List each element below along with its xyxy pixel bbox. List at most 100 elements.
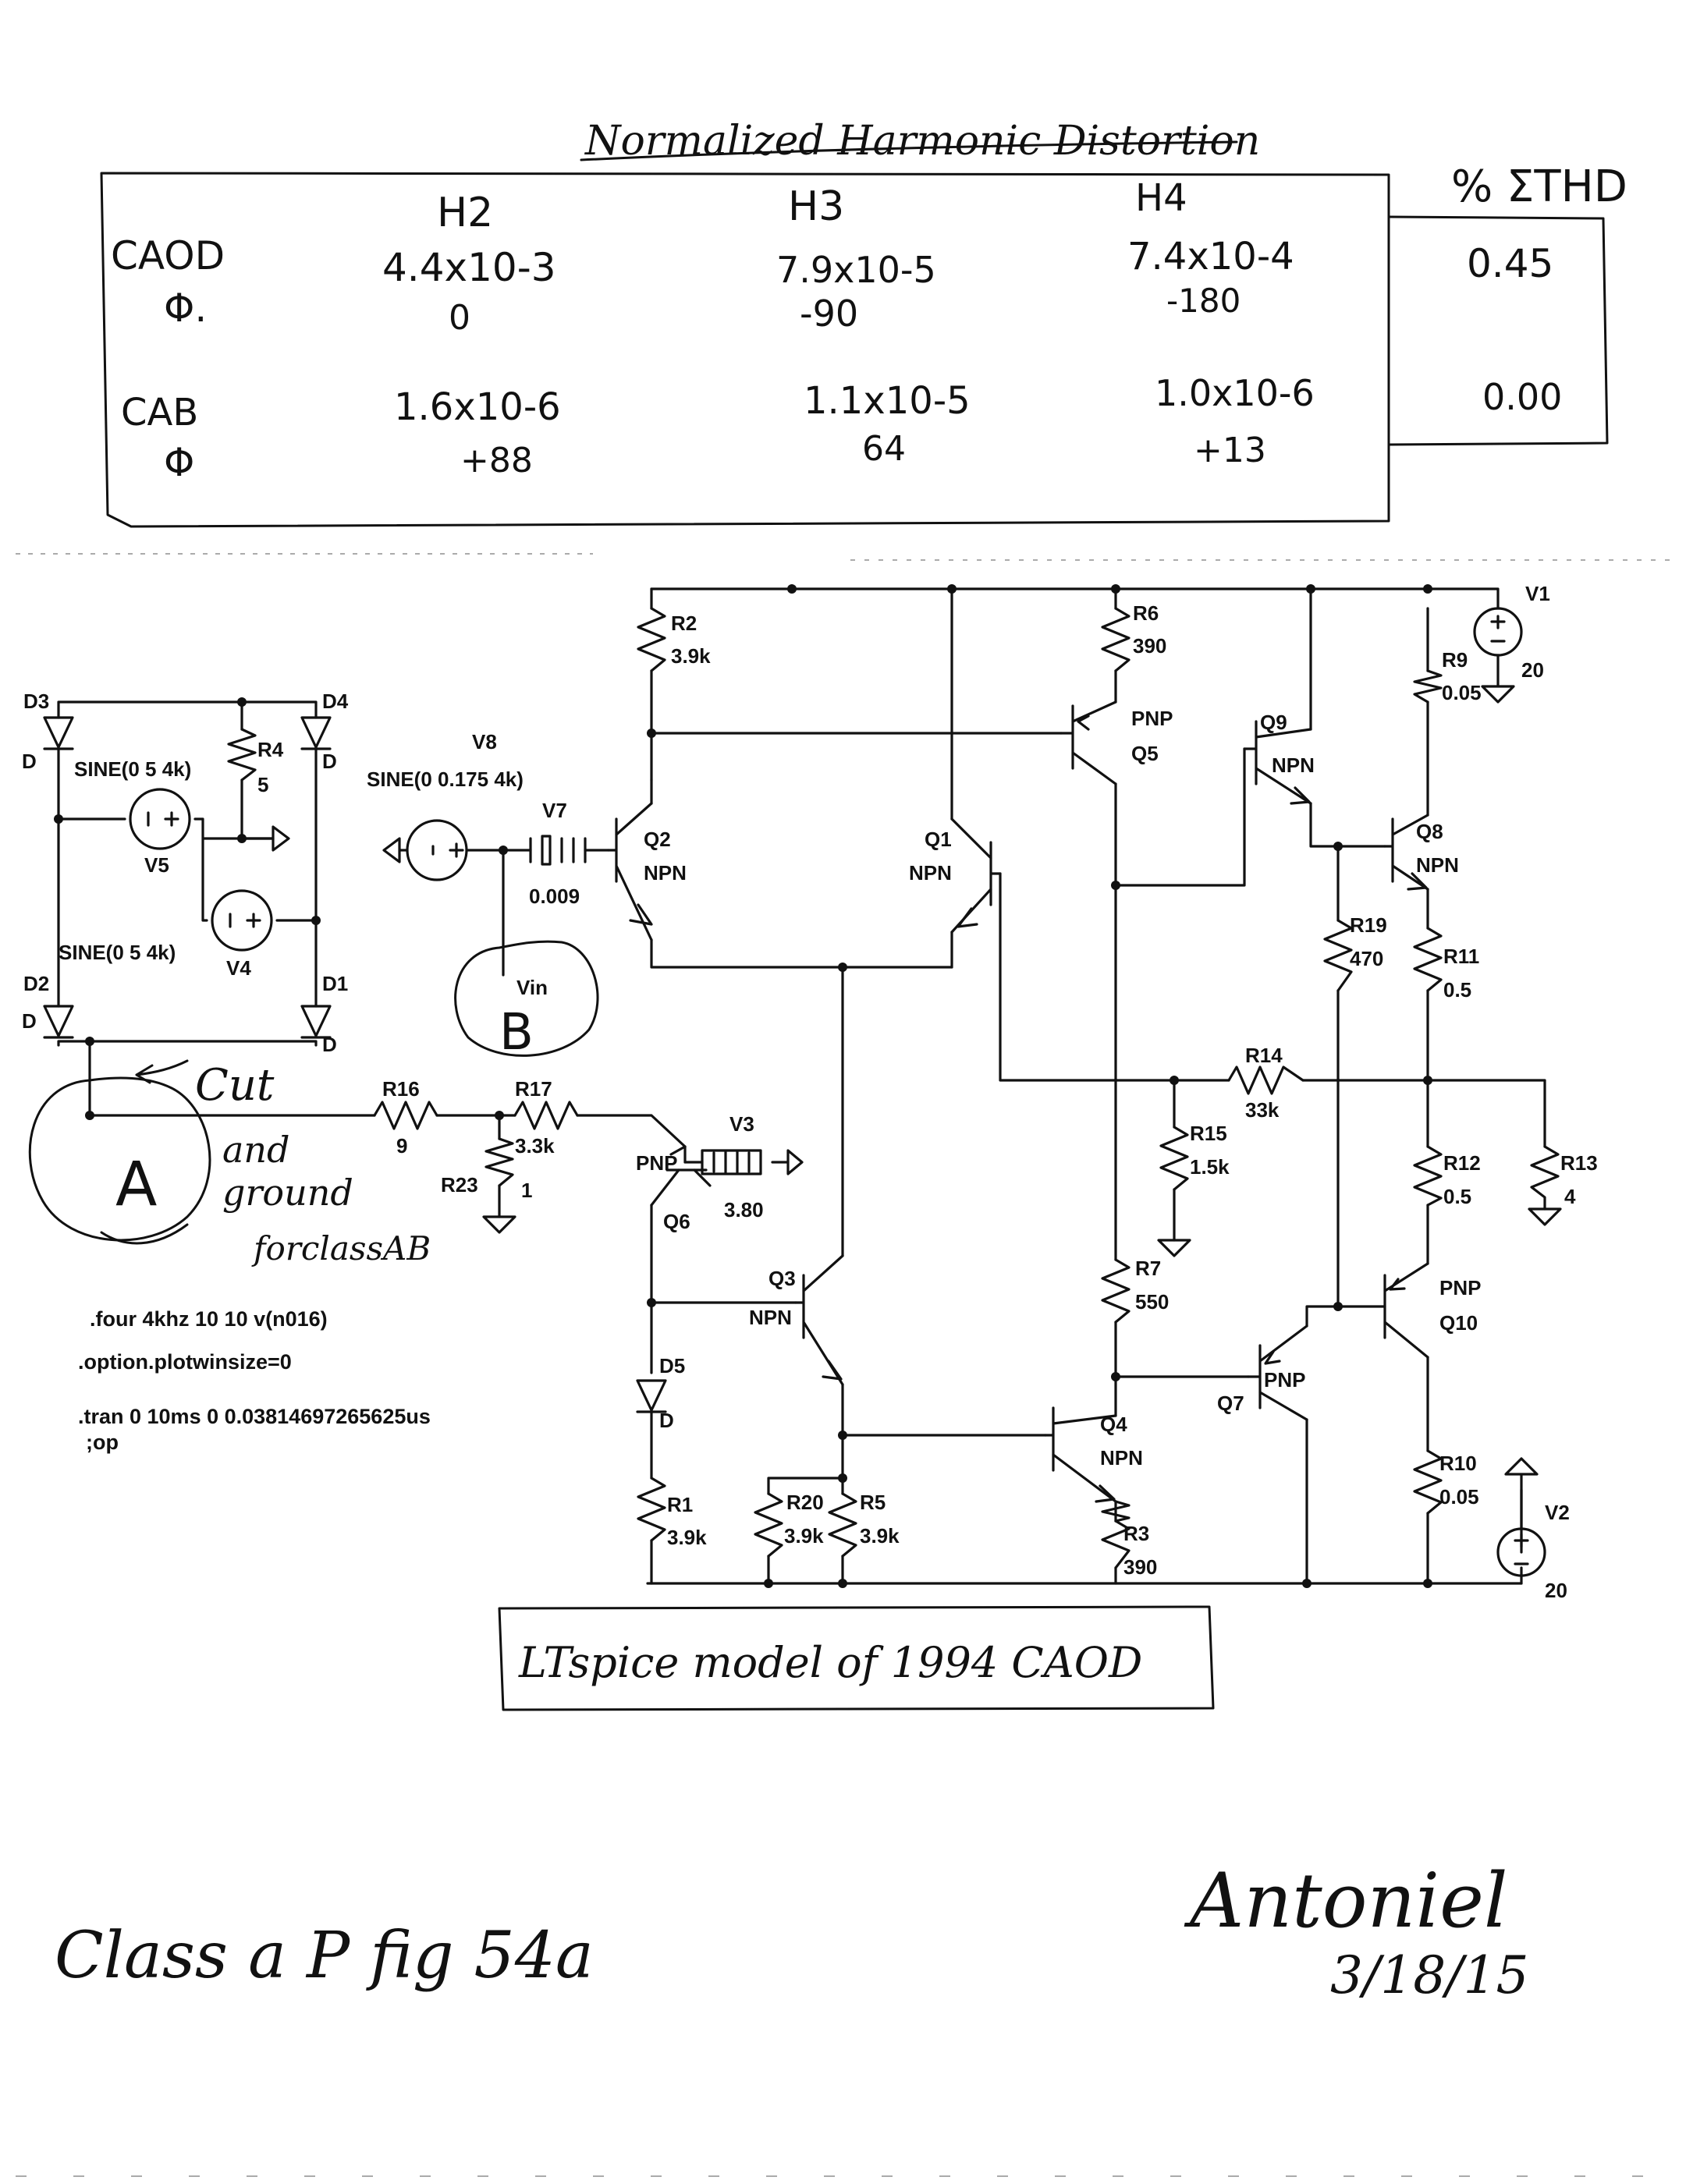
q2-arrow <box>629 903 653 926</box>
cell-cab-h2: 1.6x10-6 <box>394 385 561 429</box>
q5-arrow <box>1077 714 1090 731</box>
r6-body <box>1101 607 1131 672</box>
r9-label: R9 <box>1442 648 1468 672</box>
r19-body <box>1323 919 1353 992</box>
figure-note: Class a P fig 54a <box>55 1919 594 1993</box>
v5-value: SINE(0 5 4k) <box>74 757 191 781</box>
caption-box <box>498 1605 1215 1711</box>
bubble-a-outline <box>28 1076 211 1242</box>
q4-type: NPN <box>1100 1446 1143 1470</box>
r23-ground <box>482 1215 516 1234</box>
cell-cab-h4: 1.0x10-6 <box>1155 372 1315 414</box>
r1-label: R1 <box>667 1493 693 1516</box>
r6-label: R6 <box>1133 601 1159 625</box>
d1-symbol <box>300 1005 332 1039</box>
q5-type: PNP <box>1131 707 1173 730</box>
r11-value: 0.5 <box>1443 978 1471 1002</box>
q3-label: Q3 <box>768 1267 796 1290</box>
q6-arrow <box>669 1145 687 1156</box>
r14-label: R14 <box>1245 1044 1283 1067</box>
q3-type: NPN <box>749 1306 792 1329</box>
r23-body <box>485 1137 514 1187</box>
row-label-cab: CAB <box>121 391 198 434</box>
q8-arrow <box>1407 872 1428 891</box>
table-border <box>100 172 1390 528</box>
q4-label: Q4 <box>1100 1413 1127 1436</box>
cell-phi1-h2: 0 <box>449 298 470 338</box>
r23-value: 1 <box>521 1179 532 1202</box>
r10-body <box>1413 1449 1443 1515</box>
d4-label: D4 <box>322 690 349 713</box>
v5-label: V5 <box>144 853 169 877</box>
r15-body <box>1159 1126 1189 1191</box>
r7-value: 550 <box>1135 1290 1169 1314</box>
cell-caod-h4: 7.4x10-4 <box>1127 235 1294 278</box>
v7-symbol <box>529 835 587 866</box>
header-h2: H2 <box>437 190 493 236</box>
thd-box <box>1387 215 1609 446</box>
r5-value: 3.9k <box>860 1524 900 1548</box>
row-label-phi-2: Φ <box>164 440 194 485</box>
d5-symbol <box>636 1379 667 1413</box>
directive-four: .four 4khz 10 10 v(n016) <box>90 1307 328 1331</box>
q6-label: Q6 <box>663 1210 690 1233</box>
r1-value: 3.9k <box>667 1526 707 1549</box>
thd-caod: 0.45 <box>1467 241 1553 286</box>
annotation-cut: Cut <box>195 1060 275 1111</box>
caption-text: LTspice model of 1994 CAOD <box>518 1638 1142 1687</box>
d5-label: D5 <box>659 1354 685 1377</box>
q1-label: Q1 <box>925 828 952 851</box>
r4-label: R4 <box>257 738 284 761</box>
r3-body-2 <box>1101 1519 1131 1569</box>
r7-label: R7 <box>1135 1257 1161 1280</box>
r23-label: R23 <box>441 1173 478 1197</box>
bubble-b-outline <box>454 940 599 1057</box>
d3-label: D3 <box>23 690 49 713</box>
r4-value: 5 <box>257 773 268 796</box>
spice-directives: .four 4khz 10 10 v(n016) .option.plotwin… <box>78 1307 431 1454</box>
r16-value: 9 <box>396 1134 407 1158</box>
d1-model: D <box>322 1033 337 1056</box>
resistors <box>227 607 1560 1569</box>
q3-arrow <box>822 1360 843 1381</box>
q2-label: Q2 <box>644 828 671 851</box>
q1-type: NPN <box>909 861 952 885</box>
q1-arrow <box>957 907 978 928</box>
q3-symbol <box>794 1254 844 1386</box>
r2-value: 3.9k <box>671 644 711 668</box>
cell-phi2-h2: +88 <box>460 441 533 480</box>
cell-phi1-h3: -90 <box>800 292 858 335</box>
q7-label: Q7 <box>1217 1392 1244 1415</box>
d3-model: D <box>22 750 37 773</box>
component-labels: R2 3.9k R6 390 R9 0.05 V1 20 PNP Q5 Q9 N… <box>22 582 1598 1602</box>
r20-body <box>754 1492 783 1558</box>
q9-symbol <box>1243 720 1312 805</box>
transistors <box>607 700 1429 1503</box>
row-label-caod: CAOD <box>111 233 225 278</box>
q10-arrow <box>1389 1278 1406 1291</box>
r2-label: R2 <box>671 612 697 635</box>
q6-type: PNP <box>636 1151 677 1175</box>
r7-body <box>1101 1258 1131 1324</box>
q2-symbol <box>607 802 653 941</box>
v1-label: V1 <box>1525 582 1550 605</box>
q5-symbol <box>1060 700 1117 785</box>
v4-value: SINE(0 5 4k) <box>59 941 176 964</box>
r20-value: 3.9k <box>784 1524 824 1548</box>
handwritten-annotations: A Cut and ground forclassAB B LTspice mo… <box>28 940 1528 2005</box>
r1-body <box>637 1477 666 1542</box>
q7-type: PNP <box>1264 1368 1305 1392</box>
q10-symbol <box>1383 1262 1429 1359</box>
signature-date: 3/18/15 <box>1330 1945 1528 2005</box>
r3-value: 390 <box>1123 1555 1157 1579</box>
q8-label: Q8 <box>1416 820 1443 843</box>
d1-label: D1 <box>322 972 348 995</box>
bubble-a-letter: A <box>115 1150 157 1220</box>
r17-body <box>513 1101 579 1130</box>
cell-phi2-h4: +13 <box>1194 431 1266 470</box>
d5-model: D <box>659 1409 674 1432</box>
r12-body <box>1413 1145 1443 1207</box>
directive-tran: .tran 0 10ms 0 0.03814697265625us <box>78 1405 431 1428</box>
thd-header: % ΣTHD <box>1451 161 1627 212</box>
